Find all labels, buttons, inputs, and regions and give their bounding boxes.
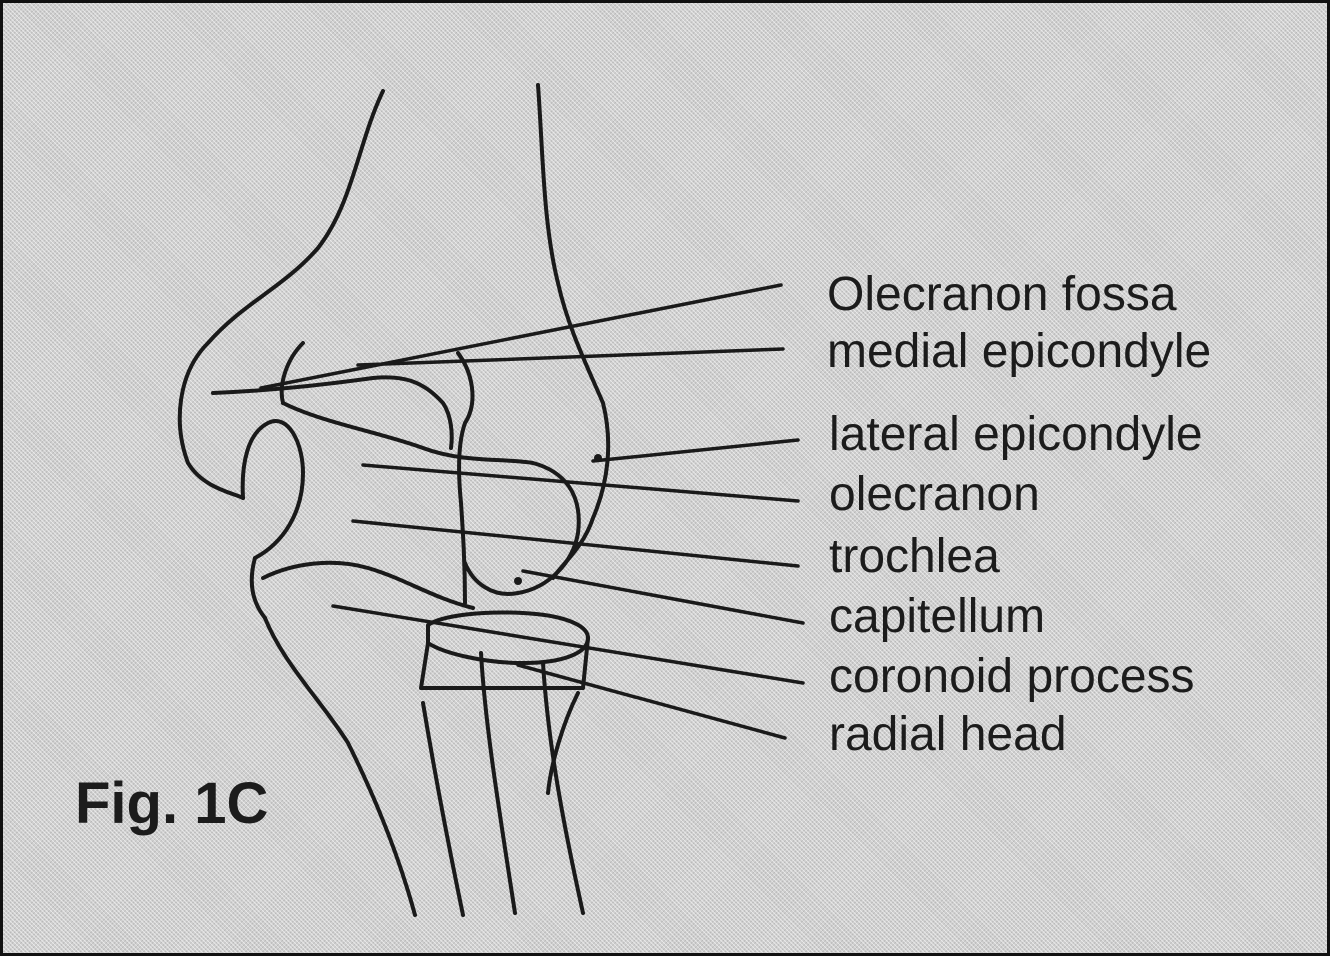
radial-head-outline bbox=[428, 613, 588, 664]
leader-radial-head bbox=[518, 665, 785, 738]
radius-outline bbox=[481, 653, 515, 913]
figure-caption: Fig. 1C bbox=[75, 775, 268, 833]
lateral-epicondyle-outline bbox=[243, 421, 303, 558]
ulna-outline bbox=[265, 618, 415, 915]
label-medial-epicondyle: medial epicondyle bbox=[827, 328, 1211, 376]
label-olecranon-fossa: Olecranon fossa bbox=[827, 271, 1177, 319]
leader-coronoid-process bbox=[333, 606, 803, 683]
capitellum-outline bbox=[252, 558, 473, 618]
marker-dot bbox=[514, 577, 522, 585]
label-capitellum: capitellum bbox=[829, 593, 1045, 641]
leader-trochlea bbox=[353, 521, 798, 566]
trochlea-outline bbox=[283, 403, 579, 594]
marker-dot bbox=[594, 454, 602, 462]
olecranon-fossa-outline bbox=[458, 353, 472, 603]
epicondyle-crest-line bbox=[213, 377, 452, 448]
ulna-inner-outline bbox=[423, 703, 463, 915]
label-olecranon: olecranon bbox=[829, 471, 1040, 519]
label-lateral-epicondyle: lateral epicondyle bbox=[829, 411, 1203, 459]
label-radial-head: radial head bbox=[829, 711, 1067, 759]
humerus-lateral-outline bbox=[180, 91, 383, 498]
leader-olecranon bbox=[363, 465, 798, 501]
leader-lateral-epicondyle bbox=[593, 440, 798, 461]
inner-lobe-outline bbox=[282, 343, 303, 403]
leader-capitellum bbox=[523, 571, 803, 623]
label-coronoid-process: coronoid process bbox=[829, 653, 1195, 701]
label-trochlea: trochlea bbox=[829, 533, 1000, 581]
leader-olecranon-fossa bbox=[261, 285, 781, 388]
